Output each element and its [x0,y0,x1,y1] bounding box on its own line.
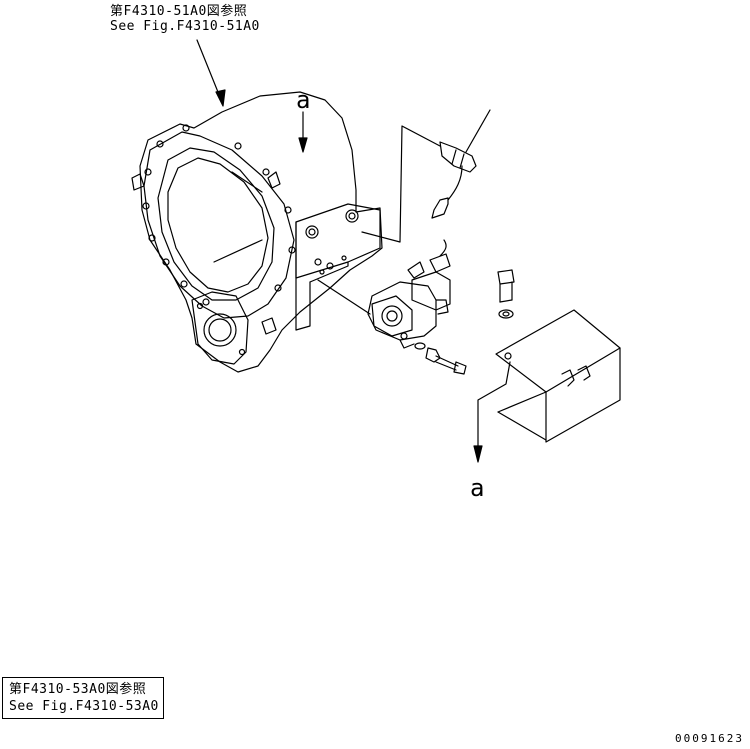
actuator-assembly [317,239,451,349]
callout-a-bottom-leader [473,361,511,463]
cover-bolt [497,269,515,319]
callout-a-bottom: a [470,474,485,502]
flywheel-housing [131,91,383,373]
top-figure-reference: 第F4310-51A0図参照 See Fig.F4310-51A0 [110,4,260,34]
top-reference-line2: See Fig.F4310-51A0 [110,19,260,34]
actuator-bolt [414,342,467,375]
callout-a-top-arrow [298,111,308,153]
top-reference-leader [196,39,226,107]
callout-a-top: a [296,86,311,114]
bottom-figure-reference: 第F4310-53A0図参照 See Fig.F4310-53A0 [2,677,164,719]
bottom-reference-line2: See Fig.F4310-53A0 [9,699,159,714]
top-reference-line1: 第F4310-51A0図参照 [110,4,248,19]
protective-cover [495,309,621,443]
document-id: 00091623 [675,732,744,745]
bottom-reference-line1: 第F4310-53A0図参照 [9,682,147,697]
wiring-harness [361,109,491,243]
